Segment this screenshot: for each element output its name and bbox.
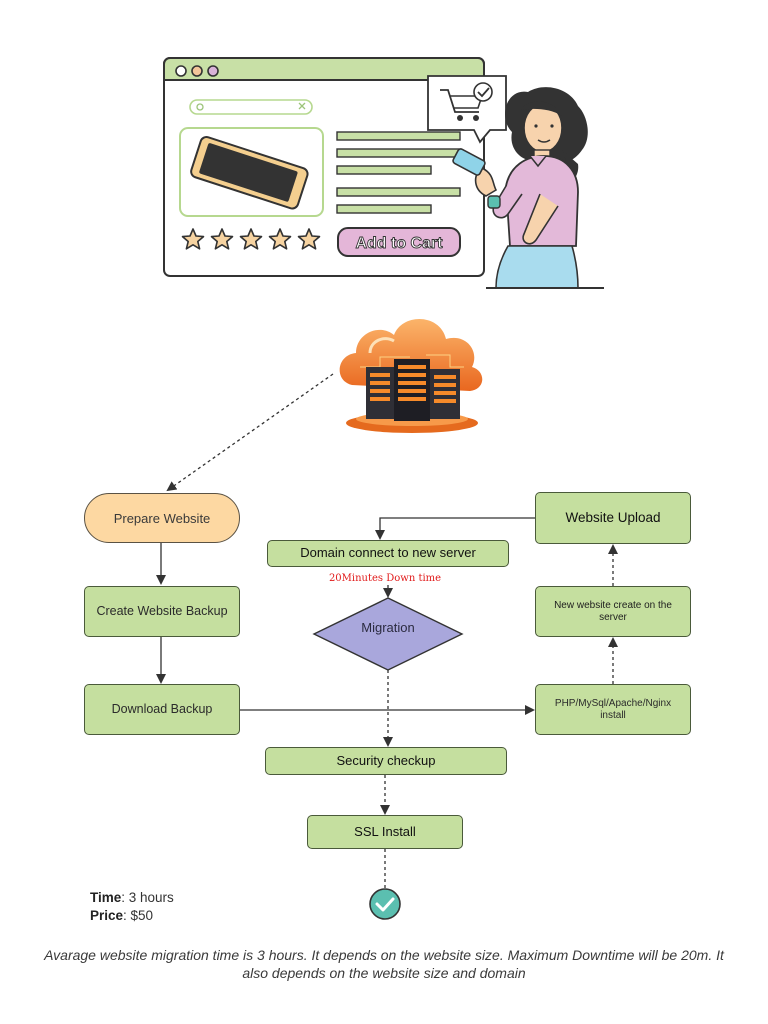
- done-check-icon: [369, 888, 401, 920]
- price-info: Price: $50: [90, 908, 153, 923]
- add-to-cart-label: Add to Cart: [355, 235, 443, 252]
- shopping-illustration: Add to Cart: [163, 57, 604, 289]
- website-upload-node: Website Upload: [535, 492, 691, 544]
- download-backup-node: Download Backup: [84, 684, 240, 735]
- ssl-install-node: SSL Install: [307, 815, 463, 849]
- create-backup-label: Create Website Backup: [96, 604, 228, 619]
- woman-illustration: [452, 87, 604, 289]
- upload-to-domain-arrow: [375, 517, 535, 540]
- add-to-cart-button: [337, 227, 461, 257]
- cloud-server-icon: [339, 318, 483, 433]
- domain-connect-label: Domain connect to new server: [300, 545, 476, 561]
- new-website-node: New website create on the server: [535, 586, 691, 637]
- caption-text: Avarage website migration time is 3 hour…: [44, 947, 724, 981]
- prepare-website-node: Prepare Website: [84, 493, 240, 543]
- domain-connect-node: Domain connect to new server: [267, 540, 509, 567]
- create-backup-node: Create Website Backup: [84, 586, 240, 637]
- security-checkup-label: Security checkup: [336, 752, 436, 768]
- price-label: Price: [90, 908, 124, 923]
- download-backup-label: Download Backup: [111, 702, 213, 717]
- migration-label: Migration: [361, 620, 415, 635]
- website-upload-label: Website Upload: [565, 510, 661, 526]
- time-value: : 3 hours: [121, 890, 174, 905]
- migration-decision: [312, 597, 464, 671]
- cloud-to-prepare-arrow: [166, 373, 334, 492]
- downtime-note: 20Minutes Down time: [328, 573, 442, 584]
- cart-speech-bubble: [427, 75, 507, 144]
- rating-stars: [181, 228, 321, 250]
- time-label: Time: [90, 890, 122, 905]
- new-website-label: New website create on the server: [554, 600, 672, 623]
- prepare-website-label: Prepare Website: [113, 510, 211, 526]
- time-info: Time: 3 hours: [90, 890, 174, 905]
- price-value: : $50: [123, 908, 154, 923]
- security-checkup-node: Security checkup: [265, 747, 507, 775]
- ssl-install-label: SSL Install: [354, 823, 416, 839]
- php-install-label: PHP/MySql/Apache/Nginx install: [554, 698, 672, 721]
- php-install-node: PHP/MySql/Apache/Nginx install: [535, 684, 691, 735]
